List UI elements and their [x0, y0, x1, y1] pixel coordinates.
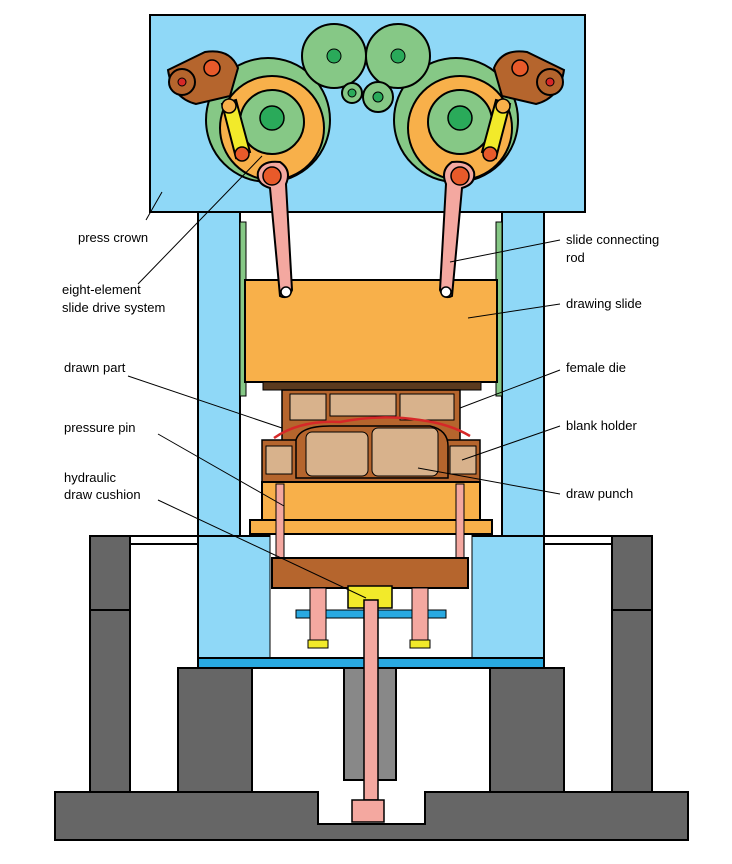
label-blank-holder: blank holder [566, 418, 637, 433]
label-pressure-pin: pressure pin [64, 420, 136, 435]
draw-punch [295, 425, 449, 479]
bolster [249, 481, 493, 535]
label-drive-line2: slide drive system [62, 300, 165, 315]
drive-system [166, 23, 566, 183]
label-female-die: female die [566, 360, 626, 375]
cushion-pad [271, 557, 469, 589]
cushion-cylinders [307, 587, 431, 649]
label-draw-punch: draw punch [566, 486, 633, 501]
label-conrod-line2: rod [566, 250, 585, 265]
label-cushion-line2: draw cushion [64, 487, 141, 502]
leader-lines [127, 155, 561, 599]
press-foundation [54, 667, 689, 841]
label-cushion-line1: hydraulic [64, 470, 117, 485]
drawn-part [273, 416, 471, 440]
outer-uprights [89, 535, 653, 793]
central-ram [343, 599, 397, 823]
slide-plate [262, 381, 482, 391]
label-drive-line1: eight-element [62, 282, 141, 297]
label-drawing-slide: drawing slide [566, 296, 642, 311]
label-drawn-part: drawn part [64, 360, 126, 375]
label-conrod-line1: slide connecting [566, 232, 659, 247]
label-press-crown: press crown [78, 230, 148, 245]
slide-connecting-rods [256, 160, 476, 299]
